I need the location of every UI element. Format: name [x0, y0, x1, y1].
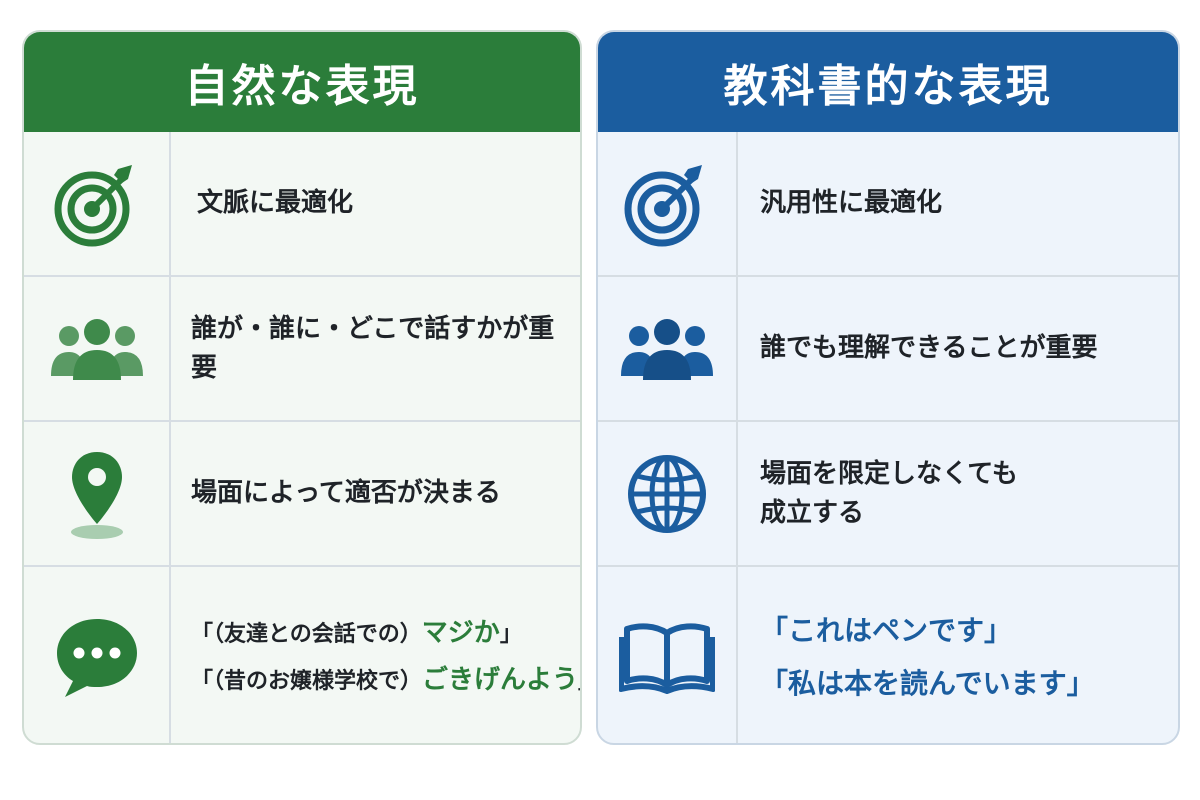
example-phrase: ごきげんよう	[422, 665, 579, 695]
natural-context-text: 文脈に最適化	[197, 188, 354, 218]
natural-row-situation: 場面によって適否が決まる	[24, 422, 580, 567]
target-icon	[624, 164, 702, 246]
natural-row-examples: 「（友達との会話での）マジか」 「（昔のお嬢様学校で）ごきげんよう」	[24, 567, 580, 743]
textbook-situation-line-2: 成立する	[760, 497, 865, 528]
natural-expression-panel: 自然な表現 文脈に最適化	[22, 30, 582, 745]
natural-rows: 文脈に最適化 誰が・誰に・どこで話すかが重要	[24, 132, 580, 743]
example-phrase: マジか	[421, 618, 500, 649]
textbook-row-examples: 「これはペンです」 「私は本を読んでいます」	[598, 567, 1178, 743]
natural-row-context: 文脈に最適化	[24, 132, 580, 277]
people-icon	[621, 318, 713, 380]
textbook-expression-panel: 教科書的な表現 汎用性に最適化	[596, 30, 1180, 745]
textbook-rows: 汎用性に最適化 誰でも理解できることが重要	[598, 132, 1178, 743]
textbook-generality-text: 汎用性に最適化	[760, 188, 943, 218]
textbook-expression-title: 教科書的な表現	[598, 32, 1178, 132]
natural-expression-title: 自然な表現	[24, 32, 580, 132]
textbook-row-understanding: 誰でも理解できることが重要	[598, 277, 1178, 422]
globe-icon	[628, 454, 706, 533]
natural-row-audience: 誰が・誰に・どこで話すかが重要	[24, 277, 580, 422]
textbook-understanding-text: 誰でも理解できることが重要	[760, 333, 1098, 363]
chat-bubble-icon	[56, 619, 137, 697]
textbook-example-1: 「これはペンです」	[760, 613, 1013, 647]
natural-example-1: 「（友達との会話での）マジか」	[191, 618, 522, 649]
textbook-example-2: 「私は本を読んでいます」	[760, 667, 1095, 700]
open-book-icon	[619, 623, 715, 694]
natural-audience-text: 誰が・誰に・どこで話すかが重要	[191, 313, 555, 383]
textbook-row-generality: 汎用性に最適化	[598, 132, 1178, 277]
textbook-situation-line-1: 場面を限定しなくても	[760, 458, 1018, 489]
textbook-examples: 「これはペンです」 「私は本を読んでいます」	[736, 567, 1170, 743]
natural-examples: 「（友達との会話での）マジか」 「（昔のお嬢様学校で）ごきげんよう」	[169, 567, 580, 743]
map-pin-icon	[70, 451, 123, 539]
textbook-situation-text: 場面を限定しなくても 成立する	[736, 422, 1170, 565]
natural-example-2: 「（昔のお嬢様学校で）ごきげんよう」	[191, 665, 580, 695]
people-icon	[50, 318, 143, 380]
textbook-row-situation: 場面を限定しなくても 成立する	[598, 422, 1178, 567]
natural-situation-text: 場面によって適否が決まる	[191, 478, 501, 508]
target-icon	[54, 164, 132, 246]
